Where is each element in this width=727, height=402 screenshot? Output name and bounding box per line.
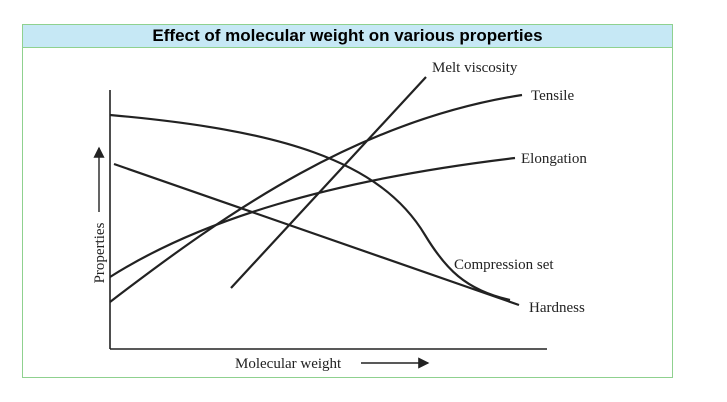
x-axis-label: Molecular weight [235,356,342,372]
tensile-label: Tensile [531,88,574,104]
compression-set-label: Compression set [454,257,554,273]
hardness-curve [113,162,520,307]
hardness-label: Hardness [529,300,585,316]
compression-set-curve [109,113,511,302]
tensile-curve [109,93,523,303]
diagram-title: Effect of molecular weight on various pr… [23,25,672,48]
elongation-label: Elongation [521,151,587,167]
elongation-curve [109,156,516,278]
melt-viscosity-label: Melt viscosity [432,60,518,76]
diagram-frame: Effect of molecular weight on various pr… [22,24,673,378]
y-axis-label: Properties [92,222,108,283]
melt-viscosity-curve [230,76,427,289]
